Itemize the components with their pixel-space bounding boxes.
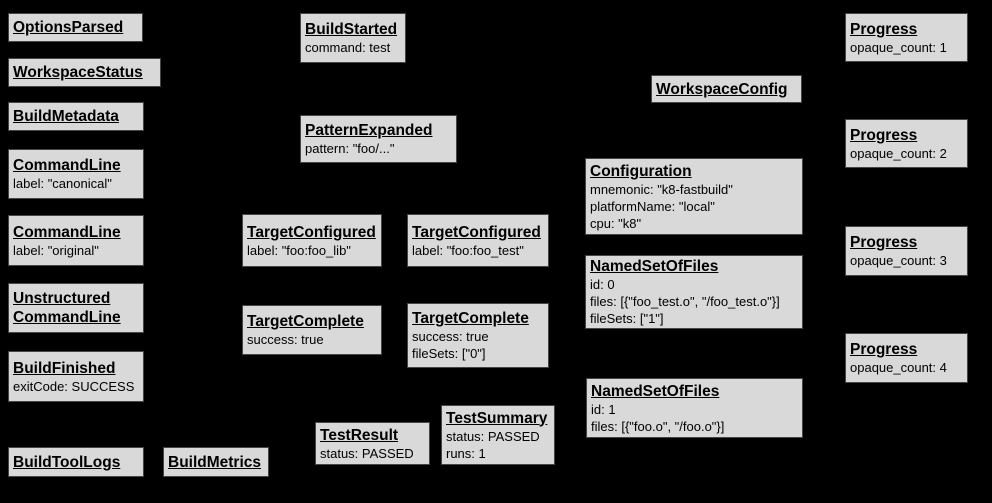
node-title: WorkspaceStatus: [13, 64, 143, 81]
node-options-parsed: OptionsParsed: [8, 13, 143, 42]
node-title: TargetComplete: [412, 310, 529, 327]
node-title: Progress: [850, 126, 918, 144]
node-attribute: id: 1: [591, 401, 616, 417]
node-attribute: opaque_count: 2: [850, 145, 947, 161]
node-target-complete-foo-lib: TargetComplete success: true: [242, 305, 382, 355]
node-attribute: command: test: [305, 40, 391, 55]
node-target-complete-foo-test: TargetComplete success: true fileSets: ["0…: [407, 303, 549, 368]
node-title: OptionsParsed: [13, 19, 124, 36]
node-title: CommandLine: [13, 157, 121, 174]
node-named-set-of-files-0: NamedSetOfFiles id: 0 files: [{"foo_test.o…: [585, 255, 803, 329]
node-workspace-status: WorkspaceStatus: [8, 58, 161, 87]
node-attribute: label: "canonical": [13, 176, 112, 191]
node-pattern-expanded: PatternExpanded pattern: "foo/...": [300, 115, 457, 163]
node-attribute: label: "foo:foo_test": [412, 242, 524, 258]
node-attribute: cpu: "k8": [590, 215, 642, 231]
node-attribute: label: "original": [13, 242, 99, 258]
node-attribute: mnemonic: "k8-fastbuild": [590, 181, 733, 197]
node-title: Configuration: [590, 162, 692, 180]
node-progress-3: Progress opaque_count: 3: [845, 226, 968, 276]
node-attribute: platformName: "local": [590, 198, 715, 214]
node-attribute: opaque_count: 1: [850, 39, 947, 55]
node-attribute: runs: 1: [446, 445, 486, 461]
node-attribute: opaque_count: 3: [850, 253, 947, 268]
node-build-started: BuildStarted command: test: [300, 13, 406, 63]
node-title: Unstructured: [13, 290, 111, 307]
node-attribute: status: PASSED: [446, 428, 540, 444]
node-title: CommandLine: [13, 223, 121, 241]
node-title: Progress: [850, 234, 918, 251]
node-attribute: success: true: [412, 329, 489, 344]
node-title: NamedSetOfFiles: [591, 382, 720, 400]
node-build-metrics: BuildMetrics: [163, 447, 269, 477]
node-command-line-canonical: CommandLine label: "canonical": [8, 149, 144, 199]
node-title: TestResult: [320, 426, 399, 444]
node-attribute: status: PASSED: [320, 445, 414, 461]
node-attribute: exitCode: SUCCESS: [13, 378, 135, 394]
node-title: BuildToolLogs: [13, 453, 121, 471]
node-progress-4: Progress opaque_count: 4: [845, 333, 968, 383]
node-title: TargetConfigured: [247, 223, 376, 241]
node-title: BuildMetrics: [168, 453, 262, 471]
node-title: TargetComplete: [247, 313, 364, 330]
node-build-tool-logs: BuildToolLogs: [8, 447, 144, 477]
node-title: TargetConfigured: [412, 223, 541, 241]
node-attribute: pattern: "foo/...": [305, 141, 395, 156]
node-attribute: files: [{"foo.o", "/foo.o"}]: [591, 418, 725, 434]
node-title: BuildStarted: [305, 21, 398, 38]
node-attribute: success: true: [247, 332, 324, 347]
node-title: CommandLine: [13, 309, 121, 326]
node-attribute: label: "foo:foo_lib": [247, 242, 351, 258]
node-title: Progress: [850, 341, 918, 358]
node-attribute: id: 0: [590, 277, 615, 292]
node-attribute: fileSets: ["1"]: [590, 311, 664, 326]
node-title: NamedSetOfFiles: [590, 258, 719, 275]
node-title: BuildFinished: [13, 359, 116, 377]
node-title: Progress: [850, 20, 918, 38]
node-title: TestSummary: [446, 409, 548, 427]
node-build-metadata: BuildMetadata: [8, 102, 144, 131]
node-title: BuildMetadata: [13, 108, 119, 125]
node-attribute: files: [{"foo_test.o", "/foo_test.o"}]: [590, 294, 780, 309]
node-attribute: fileSets: ["0"]: [412, 346, 486, 361]
node-workspace-config: WorkspaceConfig: [651, 75, 802, 103]
node-attribute: opaque_count: 4: [850, 360, 947, 375]
node-title: PatternExpanded: [305, 122, 433, 139]
node-title: WorkspaceConfig: [656, 80, 788, 98]
